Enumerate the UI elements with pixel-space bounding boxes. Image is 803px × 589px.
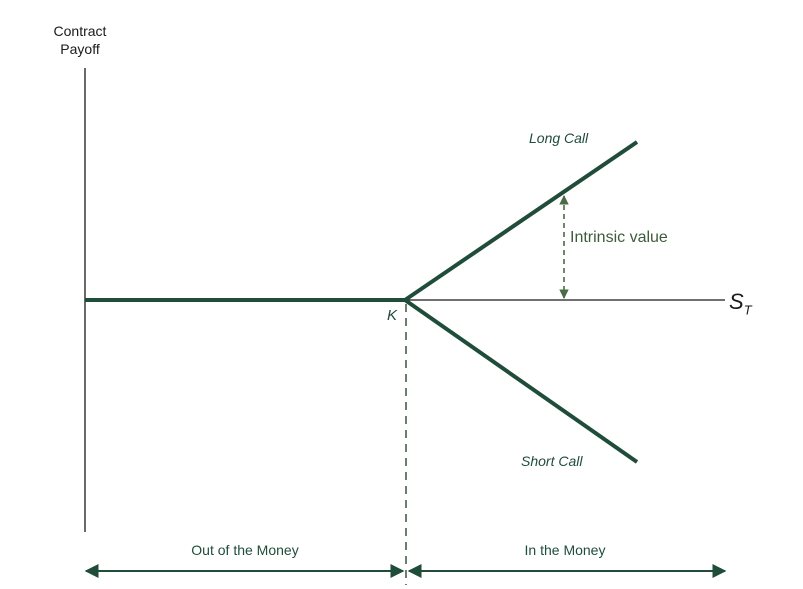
long-call-line — [403, 140, 639, 302]
y-axis-label-line2: Payoff — [60, 41, 100, 57]
y-axis-label-line1: Contract — [53, 23, 107, 39]
x-axis-label-sub: T — [743, 302, 752, 318]
x-axis-label: ST — [729, 289, 752, 317]
y-axis-label: Contract Payoff — [40, 22, 120, 58]
intrinsic-value-label: Intrinsic value — [570, 229, 668, 246]
short-call-line — [403, 298, 639, 464]
in-the-money-label: In the Money — [524, 542, 606, 558]
long-call-label: Long Call — [529, 130, 589, 146]
out-of-money-label: Out of the Money — [191, 542, 299, 558]
strike-label: K — [387, 307, 398, 324]
x-axis-label-main: S — [729, 289, 744, 314]
short-call-label: Short Call — [521, 453, 583, 469]
